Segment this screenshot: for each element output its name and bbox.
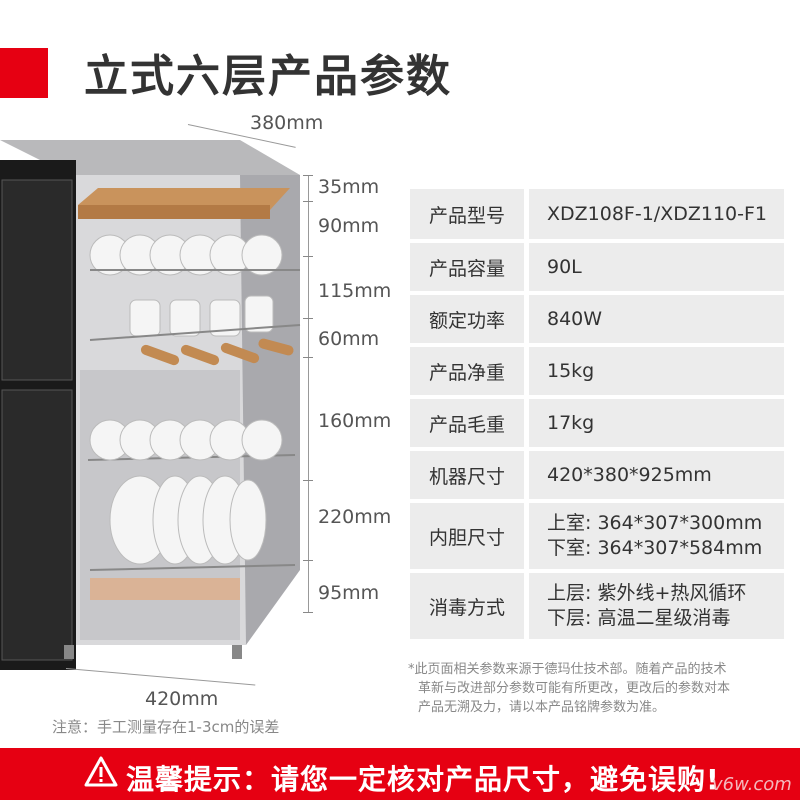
height-tick [303, 201, 313, 202]
spec-label: 机器尺寸 [410, 451, 524, 499]
disclaimer-line: 产品无溯及力，请以本产品铭牌参数为准。 [418, 700, 666, 715]
spec-row: 产品净重 15kg [410, 347, 784, 395]
warning-icon [84, 756, 118, 787]
spec-value-line: 上室: 364*307*300mm [547, 512, 763, 534]
spec-row: 机器尺寸 420*380*925mm [410, 451, 784, 499]
disclaimer-line: *此页面相关参数来源于德玛仕技术部。随着产品的技术 [408, 662, 727, 677]
height-tick [303, 256, 313, 257]
layer-height-label: 35mm [318, 176, 380, 198]
layer-height-label: 90mm [318, 215, 380, 237]
spec-value: XDZ108F-1/XDZ110-F1 [529, 189, 784, 239]
measurement-note: 注意：手工测量存在1-3cm的误差 [52, 718, 280, 736]
spec-value-line: 420*380*925mm [547, 463, 712, 486]
spec-row: 产品毛重 17kg [410, 399, 784, 447]
disclaimer-line: 革新与改进部分参数可能有所更改，更改后的参数对本 [418, 681, 731, 696]
width-bottom-label: 420mm [145, 688, 219, 710]
spec-value-line: 90L [547, 255, 582, 278]
spec-label: 产品型号 [410, 189, 524, 239]
title-accent-block [0, 48, 48, 98]
spec-label: 产品净重 [410, 347, 524, 395]
height-tick [303, 480, 313, 481]
page-title: 立式六层产品参数 [84, 51, 452, 102]
spec-value-line: 840W [547, 307, 603, 330]
spec-row: 产品型号 XDZ108F-1/XDZ110-F1 [410, 189, 784, 239]
spec-label: 内胆尺寸 [410, 503, 524, 569]
spec-label: 产品容量 [410, 243, 524, 291]
layer-height-label: 115mm [318, 280, 392, 302]
spec-value: 90L [529, 243, 784, 291]
spec-value-line: 17kg [547, 411, 595, 434]
spec-value: 15kg [529, 347, 784, 395]
spec-row: 消毒方式 上层: 紫外线+热风循环 下层: 高温二星级消毒 [410, 573, 784, 639]
spec-label: 额定功率 [410, 295, 524, 343]
height-tick [303, 612, 313, 613]
spec-table: 产品型号 XDZ108F-1/XDZ110-F1 产品容量 90L 额定功率 8… [410, 189, 784, 643]
warning-text: 温馨提示：请您一定核对产品尺寸，避免误购! [126, 763, 720, 796]
height-tick [303, 357, 313, 358]
spec-value: 上室: 364*307*300mm 下室: 364*307*584mm [529, 503, 784, 569]
spec-label: 消毒方式 [410, 573, 524, 639]
spec-row: 产品容量 90L [410, 243, 784, 291]
spec-row: 内胆尺寸 上室: 364*307*300mm 下室: 364*307*584mm [410, 503, 784, 569]
height-tick [303, 318, 313, 319]
warning-banner [0, 748, 800, 800]
height-scale-line [308, 175, 309, 613]
spec-value: 840W [529, 295, 784, 343]
spec-value-line: XDZ108F-1/XDZ110-F1 [547, 202, 768, 225]
disclaimer: *此页面相关参数来源于德玛仕技术部。随着产品的技术 革新与改进部分参数可能有所更… [408, 660, 788, 717]
spec-value: 17kg [529, 399, 784, 447]
spec-value: 420*380*925mm [529, 451, 784, 499]
layer-height-label: 60mm [318, 328, 380, 350]
height-tick [303, 560, 313, 561]
spec-value-line: 15kg [547, 359, 595, 382]
spec-label: 产品毛重 [410, 399, 524, 447]
cabinet-illustration [0, 140, 301, 670]
spec-row: 额定功率 840W [410, 295, 784, 343]
watermark: v6w.com [712, 774, 792, 795]
layer-height-label: 160mm [318, 410, 392, 432]
spec-value-line: 下室: 364*307*584mm [547, 537, 763, 559]
width-top-label: 380mm [250, 112, 324, 134]
height-tick [303, 175, 313, 176]
layer-height-label: 95mm [318, 582, 380, 604]
spec-value-line: 下层: 高温二星级消毒 [547, 607, 731, 629]
layer-height-label: 220mm [318, 506, 392, 528]
spec-value: 上层: 紫外线+热风循环 下层: 高温二星级消毒 [529, 573, 784, 639]
spec-value-line: 上层: 紫外线+热风循环 [547, 582, 747, 604]
